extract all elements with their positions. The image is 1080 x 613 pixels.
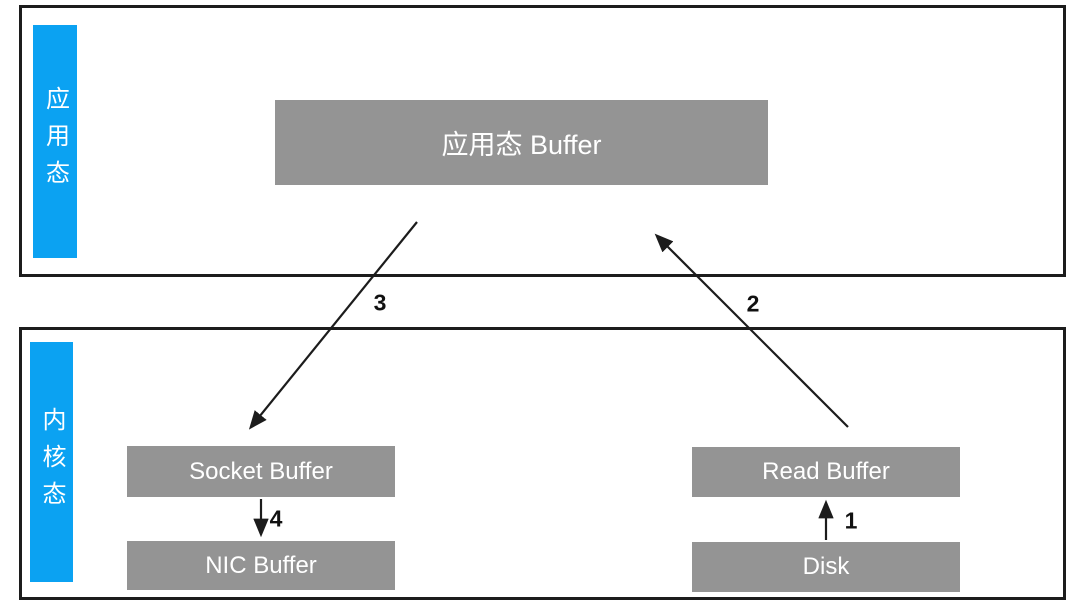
nic-buffer-node: NIC Buffer (127, 541, 395, 590)
user-space-label: 应用态 (33, 25, 77, 258)
disk-node: Disk (692, 542, 960, 592)
step-1-label: 1 (844, 507, 858, 534)
step-4-label: 4 (269, 505, 283, 532)
kernel-space-label: 内核态 (30, 342, 73, 582)
step-2-label: 2 (746, 290, 760, 317)
step-3-label: 3 (373, 289, 387, 316)
read-buffer-node: Read Buffer (692, 447, 960, 497)
app-buffer-node: 应用态 Buffer (275, 100, 768, 185)
socket-buffer-node: Socket Buffer (127, 446, 395, 497)
